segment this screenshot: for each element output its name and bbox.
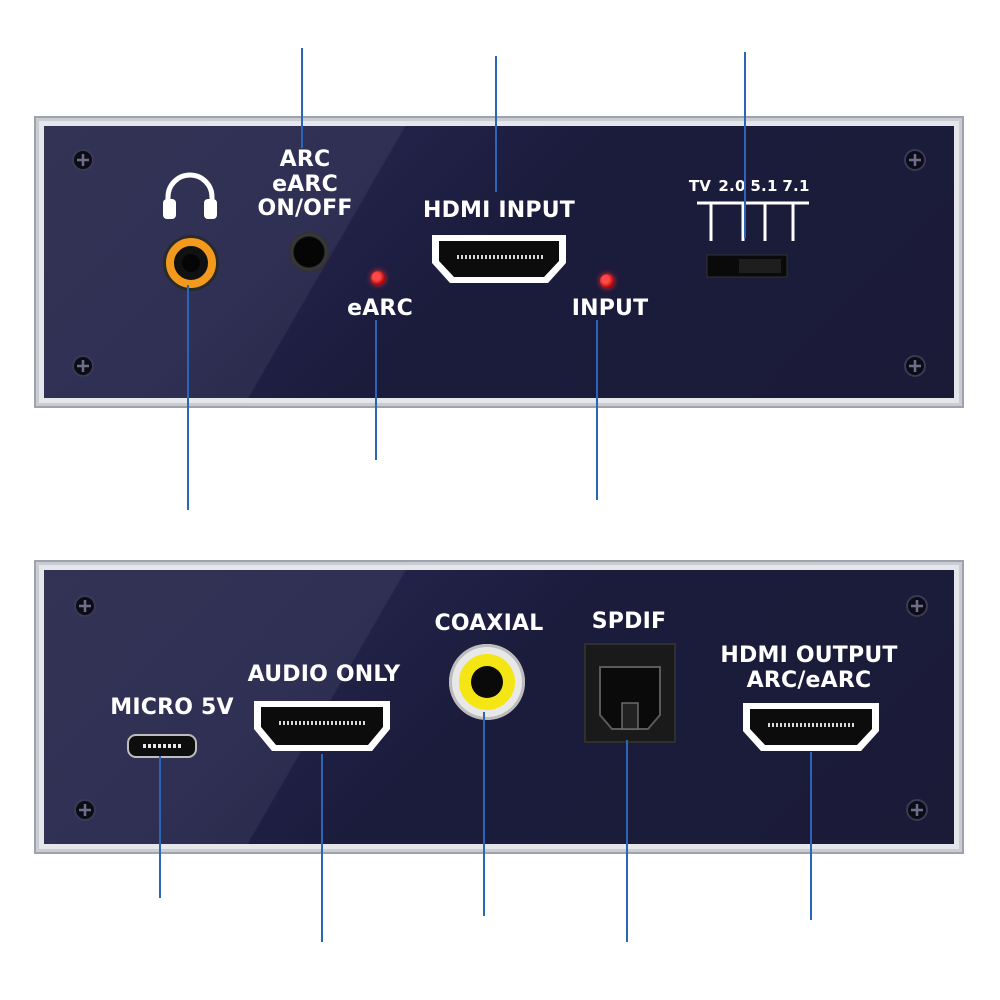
micro-usb-port[interactable] — [127, 734, 197, 758]
screw-icon — [904, 355, 926, 377]
callout-line — [187, 285, 189, 510]
callout-line — [596, 320, 598, 500]
mode-selector-switch[interactable] — [693, 199, 813, 279]
callout-line — [375, 320, 377, 460]
input-led — [600, 274, 614, 288]
spdif-shutter-icon — [599, 666, 661, 730]
callout-line — [810, 752, 812, 920]
screw-icon — [74, 799, 96, 821]
screw-icon — [72, 149, 94, 171]
screw-icon — [906, 799, 928, 821]
arc-earc-button[interactable] — [289, 232, 329, 272]
screw-icon — [904, 149, 926, 171]
callout-line — [321, 754, 323, 942]
switch-position-label: 2.0 — [718, 177, 746, 195]
switch-position-label: 7.1 — [782, 177, 810, 195]
screw-icon — [74, 595, 96, 617]
callout-line — [159, 756, 161, 898]
input-led-label: INPUT — [571, 296, 649, 321]
earc-led — [371, 271, 385, 285]
headphones-icon — [163, 172, 217, 219]
spdif-optical-port[interactable] — [584, 643, 676, 743]
screw-icon — [906, 595, 928, 617]
hdmi-input-port[interactable] — [430, 233, 568, 285]
audio-only-label: AUDIO ONLY — [247, 662, 401, 687]
callout-line — [483, 712, 485, 916]
hdmi-input-label: HDMI INPUT — [422, 198, 575, 223]
arc-earc-switch-label: ARC eARC ON/OFF — [257, 147, 353, 222]
hdmi-audio-only-port[interactable] — [252, 699, 392, 753]
headphone-jack[interactable] — [166, 238, 216, 288]
switch-position-label: TV — [688, 177, 712, 195]
earc-led-label: eARC — [347, 296, 413, 321]
top-panel: ARC eARC ON/OFF eARC HDMI INPUT INPUT TV… — [36, 118, 962, 406]
coaxial-port[interactable] — [449, 644, 525, 720]
switch-position-label: 5.1 — [750, 177, 778, 195]
micro-usb-label: MICRO 5V — [110, 695, 234, 720]
callout-line — [301, 48, 303, 148]
screw-icon — [72, 355, 94, 377]
bottom-panel: MICRO 5V AUDIO ONLY COAXIAL SPDIF HDMI O… — [36, 562, 962, 852]
spdif-label: SPDIF — [591, 609, 667, 634]
coaxial-label: COAXIAL — [434, 611, 544, 636]
callout-line — [744, 52, 746, 238]
hdmi-output-port[interactable] — [741, 701, 881, 753]
callout-line — [495, 56, 497, 192]
hdmi-output-label: HDMI OUTPUT ARC/eARC — [720, 643, 898, 693]
callout-line — [626, 740, 628, 942]
